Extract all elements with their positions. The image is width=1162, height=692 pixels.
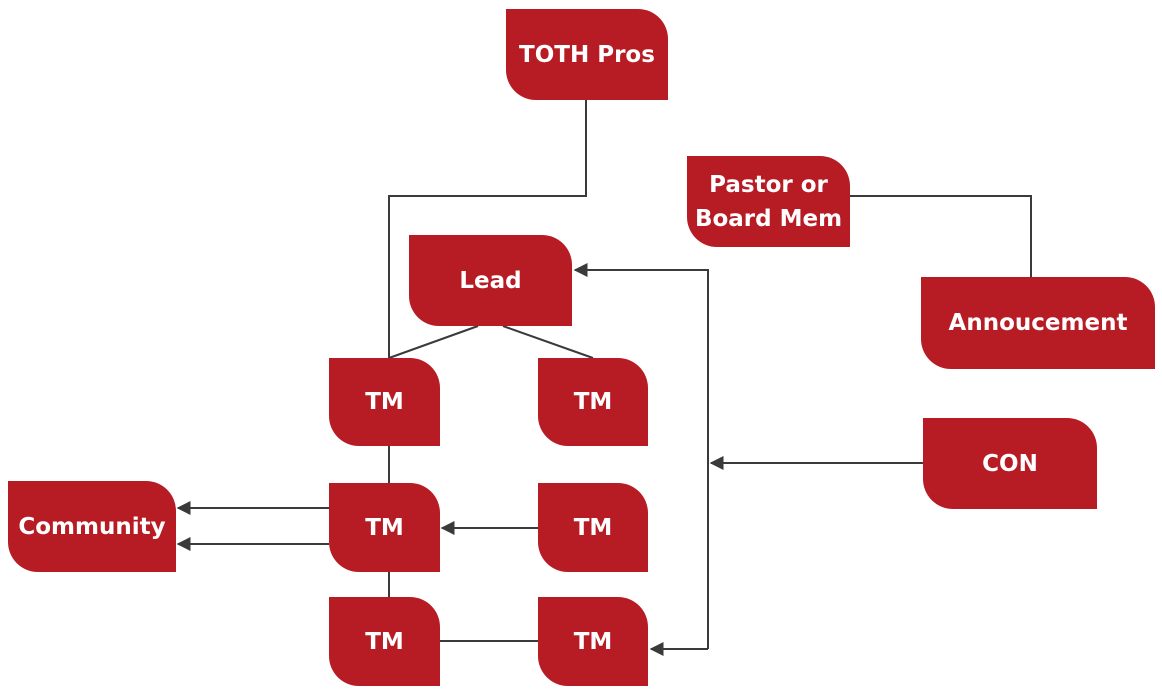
- node-tm-4-label: TM: [573, 514, 613, 541]
- node-tm-5: TM: [329, 597, 440, 686]
- node-pastor-board-line1: Pastor or: [709, 171, 828, 198]
- node-con: CON: [923, 418, 1097, 509]
- node-tm-2-label: TM: [573, 389, 613, 415]
- connector-lead-to-tm-right: [502, 325, 594, 359]
- node-tm-3: TM: [329, 483, 440, 572]
- arrow-loop-to-lead: [573, 263, 709, 649]
- node-lead-label: Lead: [459, 267, 522, 294]
- node-tm-6: TM: [538, 597, 648, 686]
- node-pastor-board-line2: Board Mem: [694, 205, 843, 232]
- node-tm-6-label: TM: [573, 628, 613, 655]
- node-community: Community: [8, 481, 176, 572]
- node-toth-pros: TOTH Pros: [506, 9, 668, 100]
- node-tm-1: TM: [329, 358, 440, 446]
- node-con-label: CON: [982, 450, 1038, 477]
- node-toth-pros-label: TOTH Pros: [519, 41, 655, 68]
- connector-lead-to-tm-left: [388, 325, 479, 359]
- node-tm-3-label: TM: [365, 514, 404, 541]
- node-annoucement-label: Annoucement: [948, 310, 1128, 336]
- node-pastor-board: Pastor or Board Mem: [687, 156, 850, 247]
- connector-pastor-to-annoucement: [850, 195, 1032, 277]
- node-tm-2: TM: [538, 358, 648, 446]
- node-lead: Lead: [409, 235, 572, 326]
- node-annoucement: Annoucement: [921, 277, 1155, 369]
- connector-toth-to-tm: [388, 100, 587, 358]
- node-tm-5-label: TM: [365, 628, 404, 655]
- node-tm-4: TM: [538, 483, 648, 572]
- node-tm-1-label: TM: [365, 389, 404, 415]
- node-community-label: Community: [18, 513, 166, 540]
